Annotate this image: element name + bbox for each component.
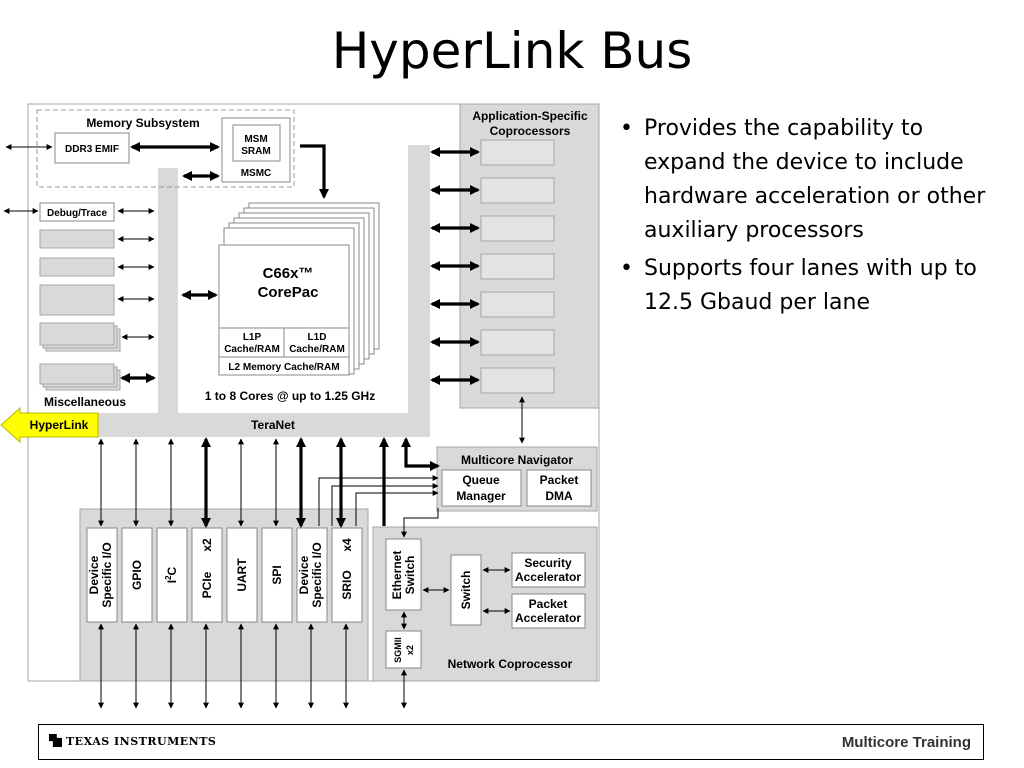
coprocessor-slot	[480, 139, 555, 166]
teranet-label: TeraNet	[251, 418, 295, 432]
ddr3-emif-label: DDR3 EMIF	[65, 144, 119, 155]
l1d-label: L1D	[308, 332, 327, 343]
queue-manager-label: Queue	[462, 473, 500, 487]
gpio-label: GPIO	[130, 560, 144, 590]
coprocessor-slot	[480, 177, 555, 204]
srio-label: SRIO	[340, 570, 354, 599]
msm-sram-block	[232, 124, 281, 162]
security-accelerator-label: Accelerator	[515, 570, 581, 584]
queue-manager-label: Manager	[456, 489, 506, 503]
coprocessor-slot	[480, 291, 555, 318]
multicore-navigator-label: Multicore Navigator	[461, 453, 573, 467]
ethernet-switch-block	[385, 538, 422, 611]
footer-bar: TEXAS INSTRUMENTS Multicore Training	[38, 724, 984, 760]
pcie-lanes-label: x2	[200, 538, 214, 552]
misc-peripheral-block	[39, 363, 115, 385]
network-coprocessor-label: Network Coprocessor	[448, 657, 573, 671]
misc-peripheral-block	[39, 284, 115, 316]
texas-instruments-logo: TEXAS INSTRUMENTS	[49, 734, 216, 748]
corepac-label: C66x™	[263, 265, 314, 282]
packet-accelerator-label: Packet	[529, 597, 568, 611]
coprocessor-slot	[480, 367, 555, 394]
bullet-item: Provides the capability to expand the de…	[620, 112, 1010, 248]
spi-label: SPI	[270, 565, 284, 584]
peripheral-block	[226, 527, 258, 623]
sram-label: SRAM	[241, 146, 270, 157]
coprocessor-slot	[480, 253, 555, 280]
peripheral-block	[156, 527, 188, 623]
ethernet-switch-label: Switch	[403, 556, 417, 595]
peripheral-block	[331, 527, 363, 623]
misc-peripheral-block	[39, 229, 115, 249]
coprocessor-slot	[480, 329, 555, 356]
device-specific-io-label: Device	[297, 555, 311, 594]
corepac-label: CorePac	[258, 284, 319, 301]
debug-trace-label: Debug/Trace	[47, 208, 107, 219]
sgmii-block	[385, 630, 422, 669]
l1p-label: Cache/RAM	[224, 344, 280, 355]
srio-lanes-label: x4	[340, 538, 354, 552]
l2-label: L2 Memory Cache/RAM	[228, 362, 339, 373]
msm-label: MSM	[244, 134, 267, 145]
miscellaneous-label: Miscellaneous	[44, 395, 126, 409]
i2c-label: I2C	[164, 566, 179, 583]
debug-trace-block	[39, 202, 115, 222]
coprocessor-slot	[480, 215, 555, 242]
security-accelerator-block	[511, 552, 586, 588]
packet-dma-label: Packet	[540, 473, 579, 487]
device-specific-io-label: Specific I/O	[100, 542, 114, 607]
misc-peripheral-block	[39, 257, 115, 277]
hyperlink-label: HyperLink	[30, 418, 89, 432]
memory-subsystem-label: Memory Subsystem	[86, 116, 199, 130]
queue-manager-block	[441, 469, 522, 507]
pcie-label: PCIe	[200, 571, 214, 598]
msmc-label: MSMC	[241, 168, 272, 179]
footer-label: Multicore Training	[841, 734, 971, 751]
peripheral-block	[296, 527, 328, 623]
teranet-fabric	[96, 145, 430, 437]
packet-accelerator-block	[511, 593, 586, 629]
app-coprocessors-label: Coprocessors	[490, 124, 571, 138]
peripheral-block	[86, 527, 118, 623]
cores-label: 1 to 8 Cores @ up to 1.25 GHz	[205, 389, 375, 403]
ethernet-switch-label: Ethernet	[390, 551, 404, 600]
l1p-label: L1P	[243, 332, 262, 343]
packet-dma-label: DMA	[545, 489, 573, 503]
peripheral-block	[261, 527, 293, 623]
hyperlink-arrow	[0, 406, 99, 444]
app-coprocessors-label: Application-Specific	[472, 109, 588, 123]
security-accelerator-label: Security	[524, 556, 572, 570]
bullet-list: Provides the capability to expand the de…	[620, 112, 1010, 324]
ti-state-icon	[49, 734, 62, 747]
thin-connectors	[3, 144, 525, 709]
packet-dma-block	[526, 469, 592, 507]
misc-peripheral-block	[39, 322, 115, 346]
peripheral-block	[191, 527, 223, 623]
switch-label: Switch	[459, 571, 473, 610]
ddr3-emif-block	[54, 132, 130, 164]
device-specific-io-label: Device	[87, 555, 101, 594]
peripheral-block	[121, 527, 153, 623]
sgmii-label: SGMII	[393, 637, 403, 663]
bullet-item: Supports four lanes with up to 12.5 Gbau…	[620, 252, 1010, 320]
switch-block	[450, 554, 482, 626]
l1d-label: Cache/RAM	[289, 344, 345, 355]
uart-label: UART	[235, 558, 249, 592]
packet-accelerator-label: Accelerator	[515, 611, 581, 625]
slide-title: HyperLink Bus	[331, 22, 693, 80]
bold-connectors	[119, 141, 481, 529]
memory-subsystem	[36, 109, 295, 188]
device-specific-io-label: Specific I/O	[310, 542, 324, 607]
sgmii-label: x2	[405, 645, 415, 655]
